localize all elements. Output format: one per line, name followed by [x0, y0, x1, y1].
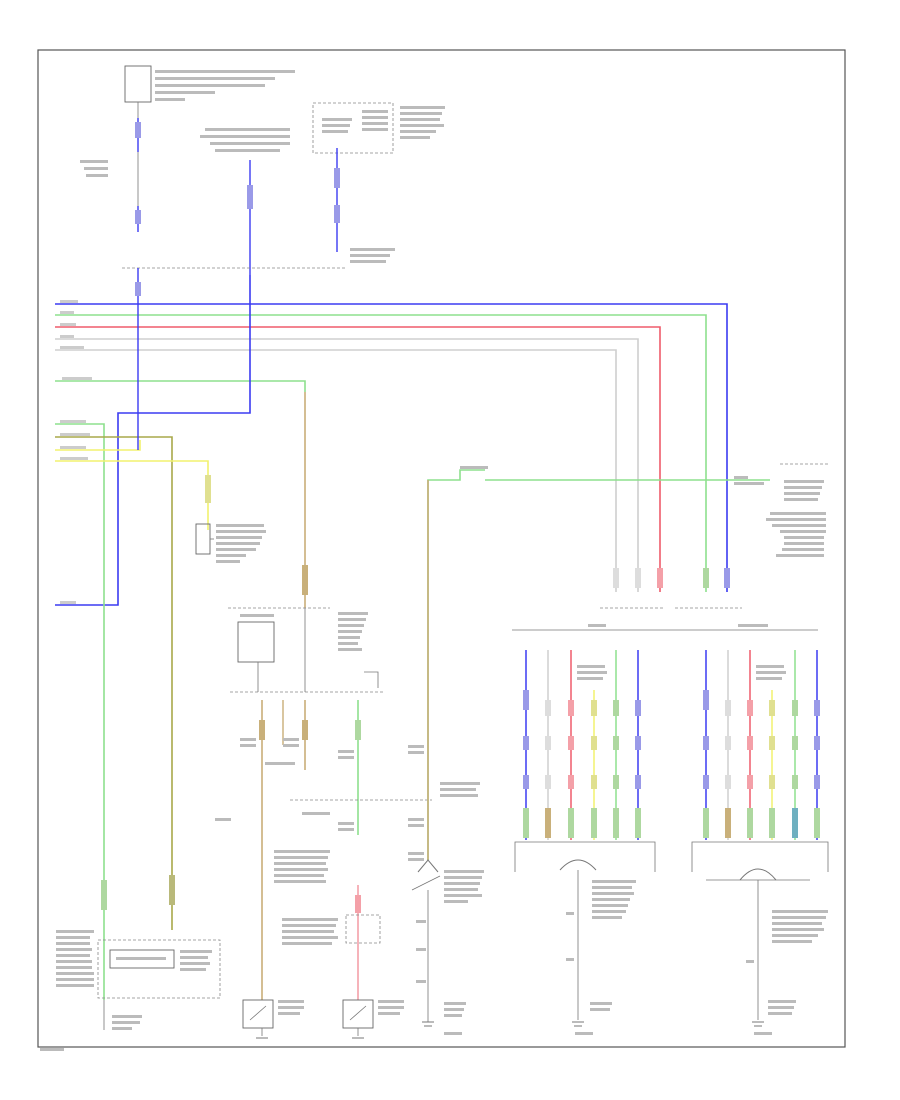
tan-feed-wire — [408, 466, 770, 861]
left-door-wires — [514, 650, 656, 872]
door-switch — [411, 859, 484, 1035]
fuel-tank-unit — [56, 930, 221, 1030]
left-sensor — [195, 523, 266, 563]
bus-drop-connectors — [600, 568, 742, 609]
top-left-vertical-wire — [80, 118, 141, 232]
right-door-wires — [691, 650, 829, 872]
footer-tag — [40, 1048, 64, 1051]
upper-right-component — [312, 102, 445, 263]
top-left-component — [124, 65, 295, 118]
right-door-actuator — [706, 868, 828, 1035]
left-branch-wires — [55, 275, 308, 1000]
main-bus — [55, 300, 728, 592]
bottom-switches — [242, 850, 404, 1039]
center-drop-wires — [215, 700, 432, 1000]
center-junction — [228, 607, 385, 693]
diagram-frame — [37, 49, 846, 1048]
left-door-actuator — [559, 859, 636, 1035]
center-top-connector — [200, 128, 290, 275]
right-module-label — [766, 463, 830, 557]
